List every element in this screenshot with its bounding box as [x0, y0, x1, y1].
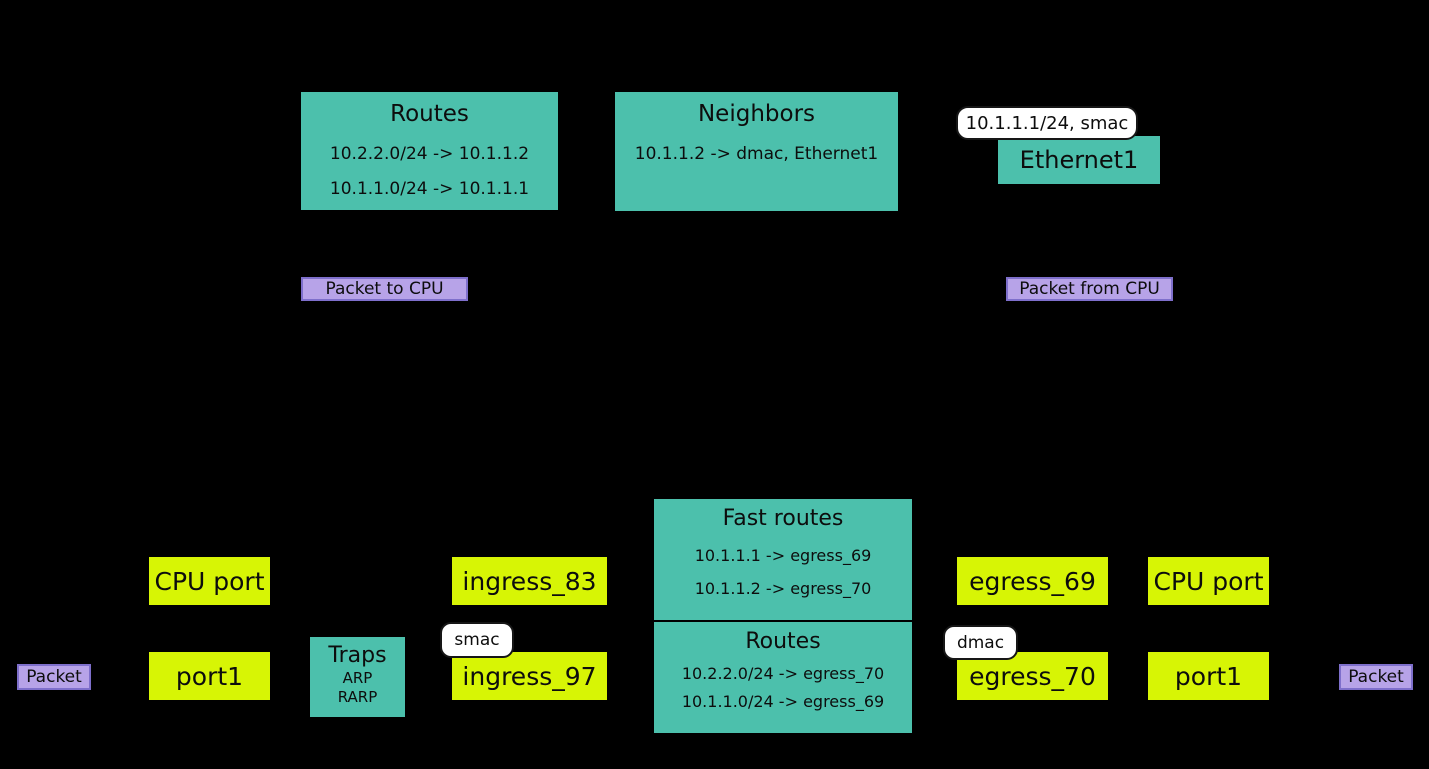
kernel-interface-label: Ethernet1 [1019, 146, 1139, 174]
trap-entry: ARP [342, 669, 373, 687]
packet-in-label: Packet [17, 664, 91, 690]
egress-70-box: egress_70 [957, 652, 1108, 700]
packet-to-cpu-text: Packet to CPU [325, 279, 444, 299]
asic-routes-tables: Fast routes 10.1.1.1 -> egress_69 10.1.1… [654, 499, 912, 733]
asic-routes-title: Routes [745, 629, 821, 654]
cpu-port-in-box: CPU port [149, 557, 270, 605]
smac-tag-text: smac [454, 630, 500, 650]
traps-title: Traps [328, 643, 387, 668]
interface-address-tag-text: 10.1.1.1/24, smac [965, 112, 1129, 134]
egress-70-text: egress_70 [969, 661, 1096, 691]
packet-to-cpu-label: Packet to CPU [301, 277, 468, 301]
cpu-port-out-text: CPU port [1153, 566, 1264, 596]
fast-route-entry: 10.1.1.1 -> egress_69 [694, 546, 872, 565]
asic-route-entry: 10.2.2.0/24 -> egress_70 [681, 664, 885, 683]
dmac-tag-text: dmac [956, 632, 1005, 653]
cpu-port-out-box: CPU port [1148, 557, 1269, 605]
kernel-neighbor-entry: 10.1.1.2 -> dmac, Ethernet1 [634, 144, 879, 164]
kernel-neighbors-title: Neighbors [697, 101, 816, 127]
kernel-routes-title: Routes [390, 101, 469, 127]
kernel-interface-box: Ethernet1 [998, 136, 1160, 184]
port-out-box: port1 [1148, 652, 1269, 700]
packet-from-cpu-label: Packet from CPU [1006, 277, 1173, 301]
kernel-neighbors-table: Neighbors 10.1.1.2 -> dmac, Ethernet1 [615, 92, 898, 211]
packet-in-text: Packet [26, 667, 82, 687]
egress-69-box: egress_69 [957, 557, 1108, 605]
packet-out-text: Packet [1348, 667, 1404, 687]
dmac-tag: dmac [943, 625, 1018, 660]
egress-69-text: egress_69 [969, 566, 1096, 596]
ingress-97-box: ingress_97 [452, 652, 607, 700]
cpu-port-in-text: CPU port [154, 566, 265, 596]
ingress-97-text: ingress_97 [462, 661, 597, 691]
fast-routes-table: Fast routes 10.1.1.1 -> egress_69 10.1.1… [654, 499, 912, 620]
asic-route-entry: 10.1.1.0/24 -> egress_69 [681, 692, 885, 711]
trap-entry: RARP [337, 688, 378, 706]
kernel-route-entry: 10.2.2.0/24 -> 10.1.1.2 [329, 144, 530, 164]
ingress-83-text: ingress_83 [462, 566, 597, 596]
ingress-83-box: ingress_83 [452, 557, 607, 605]
packet-out-label: Packet [1339, 664, 1413, 690]
smac-tag: smac [440, 622, 514, 658]
fast-route-entry: 10.1.1.2 -> egress_70 [694, 579, 872, 598]
packet-from-cpu-text: Packet from CPU [1019, 279, 1160, 299]
fast-routes-title: Fast routes [722, 506, 844, 531]
port-in-box: port1 [149, 652, 270, 700]
port-out-text: port1 [1174, 661, 1243, 691]
asic-routes-table: Routes 10.2.2.0/24 -> egress_70 10.1.1.0… [654, 620, 912, 733]
port-in-text: port1 [175, 661, 244, 691]
traps-box: Traps ARP RARP [310, 637, 405, 717]
kernel-route-entry: 10.1.1.0/24 -> 10.1.1.1 [329, 179, 530, 199]
kernel-routes-table: Routes 10.2.2.0/24 -> 10.1.1.2 10.1.1.0/… [301, 92, 558, 210]
interface-address-tag: 10.1.1.1/24, smac [956, 106, 1138, 140]
